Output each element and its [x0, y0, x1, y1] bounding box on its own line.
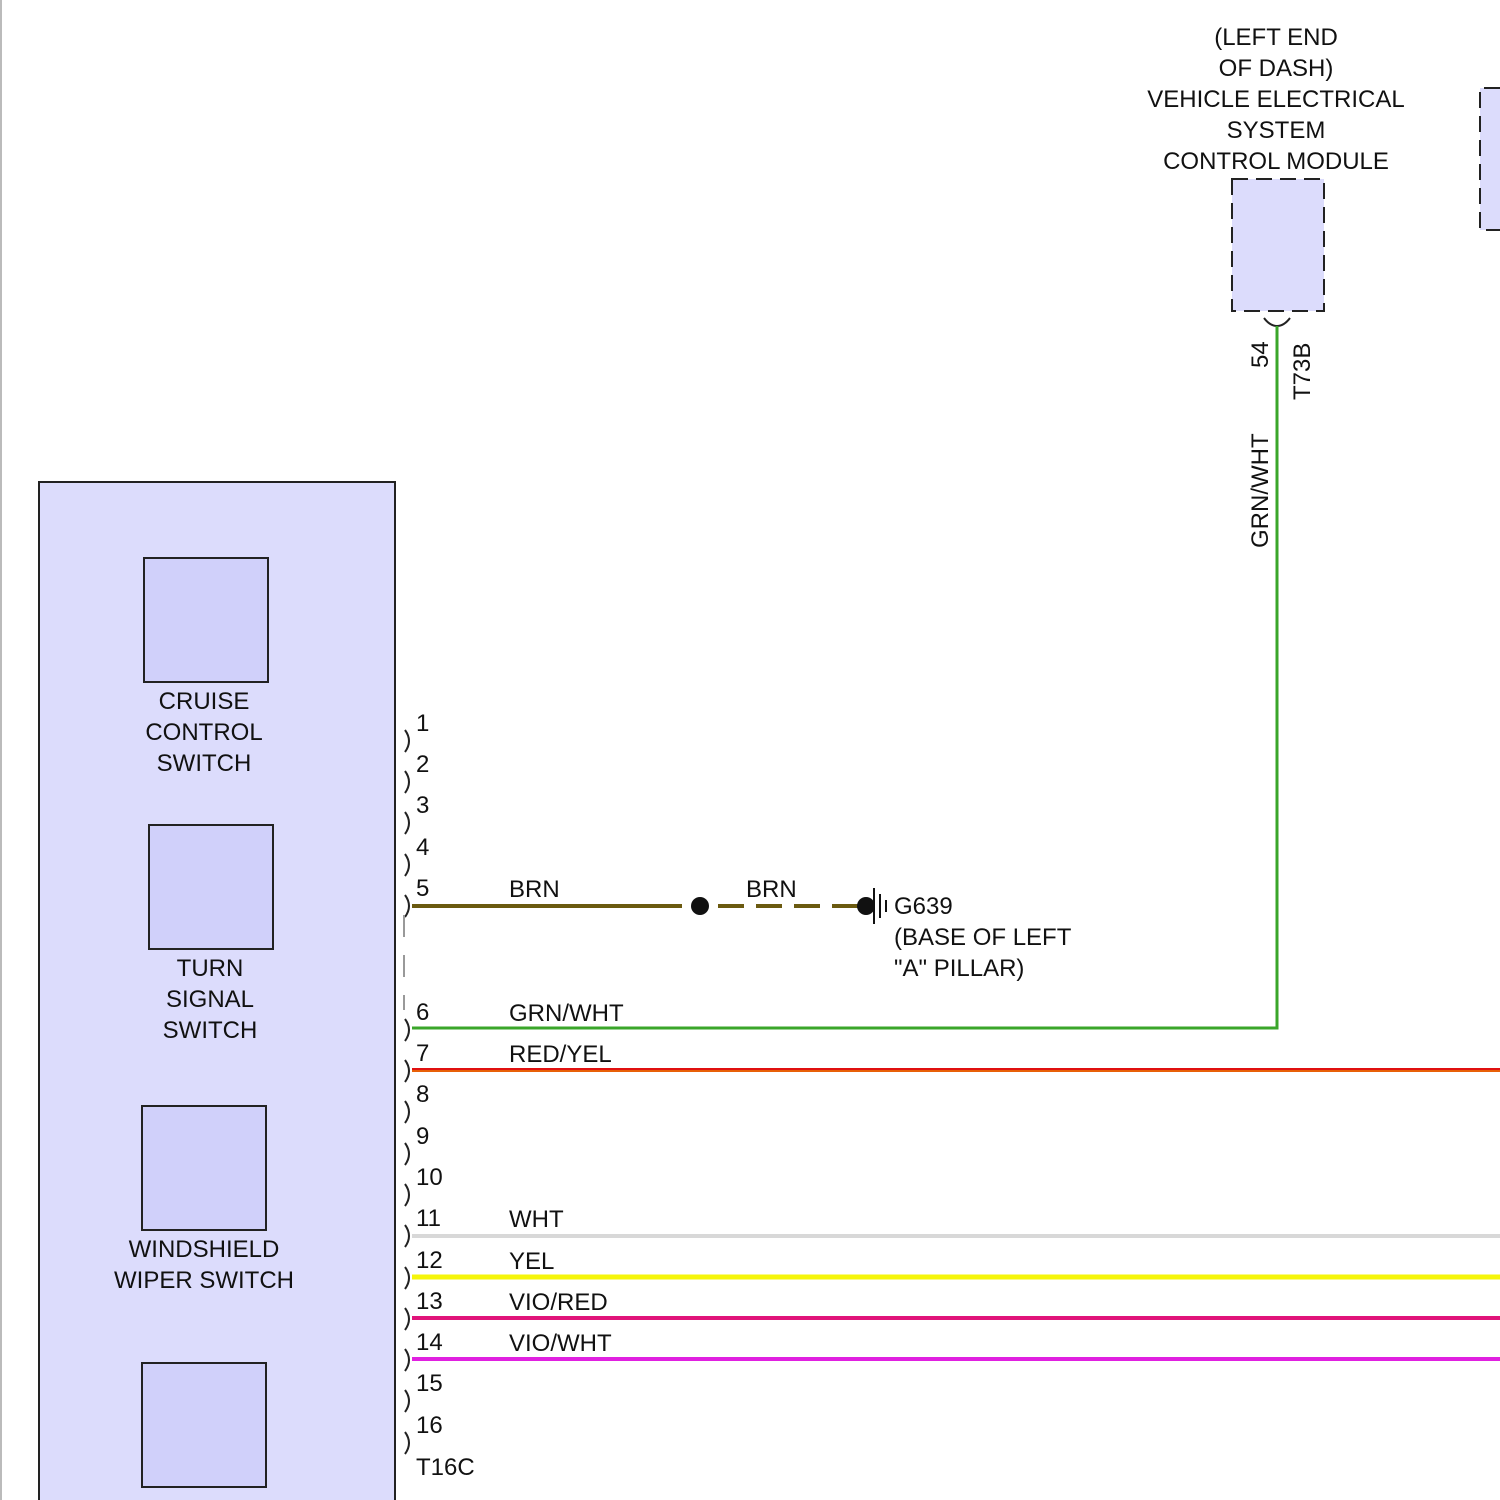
connector-pin-number: 9	[416, 1123, 429, 1150]
cruise-switch-line2: CONTROL	[145, 719, 262, 746]
wire-label-pin-12: YEL	[509, 1248, 554, 1275]
connector-pin-number: 12	[416, 1247, 443, 1274]
wire-pin-6	[412, 326, 1277, 1028]
ground-id: G639	[894, 893, 953, 920]
connector-pin-terminal	[405, 1143, 409, 1165]
lower-switch-box	[142, 1363, 266, 1487]
connector-pin-number: 14	[416, 1329, 443, 1356]
connector-pin-terminal	[405, 1225, 409, 1247]
turn-switch-line3: SWITCH	[163, 1017, 258, 1044]
wire-label-pin-14: VIO/WHT	[509, 1330, 612, 1357]
connector-pin-terminal	[405, 812, 409, 834]
splice-wire-label: BRN	[746, 876, 797, 903]
connector-pin-terminal	[405, 1184, 409, 1206]
cruise-switch-line1: CRUISE	[159, 688, 250, 715]
connector-pin-terminal	[405, 854, 409, 876]
cruise-control-switch-box	[144, 558, 268, 682]
connector-pin-number: 10	[416, 1164, 443, 1191]
turn-switch-line2: SIGNAL	[166, 986, 254, 1013]
adjacent-component-box	[1480, 88, 1500, 230]
connector-pin-terminal	[405, 771, 409, 793]
wiper-switch-box	[142, 1106, 266, 1230]
module-wire-label: GRN/WHT	[1247, 433, 1274, 548]
connector-pin-terminal	[405, 895, 409, 917]
turn-switch-line1: TURN	[177, 955, 244, 982]
connector-pin-terminal	[405, 1349, 409, 1371]
wire-label-pin-5: BRN	[509, 876, 560, 903]
turn-signal-switch-box	[149, 825, 273, 949]
module-name-line2: SYSTEM	[1227, 117, 1326, 144]
ground-location-line2: "A" PILLAR)	[894, 955, 1024, 982]
connector-pin-terminal	[405, 1101, 409, 1123]
connector-pin-terminal	[405, 1019, 409, 1041]
connector-pin-number: 13	[416, 1288, 443, 1315]
module-box	[1232, 179, 1324, 311]
connector-pin-number: 5	[416, 875, 429, 902]
module-name-line1: VEHICLE ELECTRICAL	[1147, 86, 1404, 113]
connector-pin-terminal	[405, 1060, 409, 1082]
wire-label-pin-7: RED/YEL	[509, 1041, 612, 1068]
module-connector-id: T73B	[1289, 343, 1316, 400]
module-location-line1: (LEFT END	[1214, 24, 1338, 51]
switch-assembly: CRUISE CONTROL SWITCH TURN SIGNAL SWITCH…	[39, 482, 395, 1500]
connector-pin-number: 8	[416, 1081, 429, 1108]
ground-symbol	[874, 888, 886, 924]
module-name-line3: CONTROL MODULE	[1163, 148, 1389, 175]
connector-pin-terminal	[405, 730, 409, 752]
wire-label-pin-11: WHT	[509, 1206, 564, 1233]
module-location-line2: OF DASH)	[1219, 55, 1334, 82]
connector-pin-number: 1	[416, 710, 429, 737]
cruise-switch-line3: SWITCH	[157, 750, 252, 777]
connector-pin-number: 11	[416, 1205, 441, 1232]
connector-pin-number: 2	[416, 751, 429, 778]
wire-label-pin-13: VIO/RED	[509, 1289, 608, 1316]
switch-connector-id: T16C	[416, 1454, 475, 1481]
wire-label-pin-6: GRN/WHT	[509, 1000, 624, 1027]
connector-pin-terminal	[405, 1390, 409, 1412]
connector-pin-terminal	[405, 1267, 409, 1289]
connector-pin-number: 4	[416, 834, 429, 861]
module-pin-terminal	[1264, 318, 1290, 326]
connector-pin-terminal	[405, 1308, 409, 1330]
connector-pin-number: 15	[416, 1370, 443, 1397]
connector-pin-number: 3	[416, 792, 429, 819]
wiper-switch-line2: WIPER SWITCH	[114, 1267, 294, 1294]
connector-pin-number: 7	[416, 1040, 429, 1067]
connector-pin-number: 6	[416, 999, 429, 1026]
wiper-switch-line1: WINDSHIELD	[129, 1236, 280, 1263]
connector-pin-number: 16	[416, 1412, 443, 1439]
ground-location-line1: (BASE OF LEFT	[894, 924, 1072, 951]
splice-dot	[691, 897, 709, 915]
connector-pin-terminal	[405, 1432, 409, 1454]
ground-dot	[857, 897, 875, 915]
module-pin-number: 54	[1247, 341, 1274, 368]
